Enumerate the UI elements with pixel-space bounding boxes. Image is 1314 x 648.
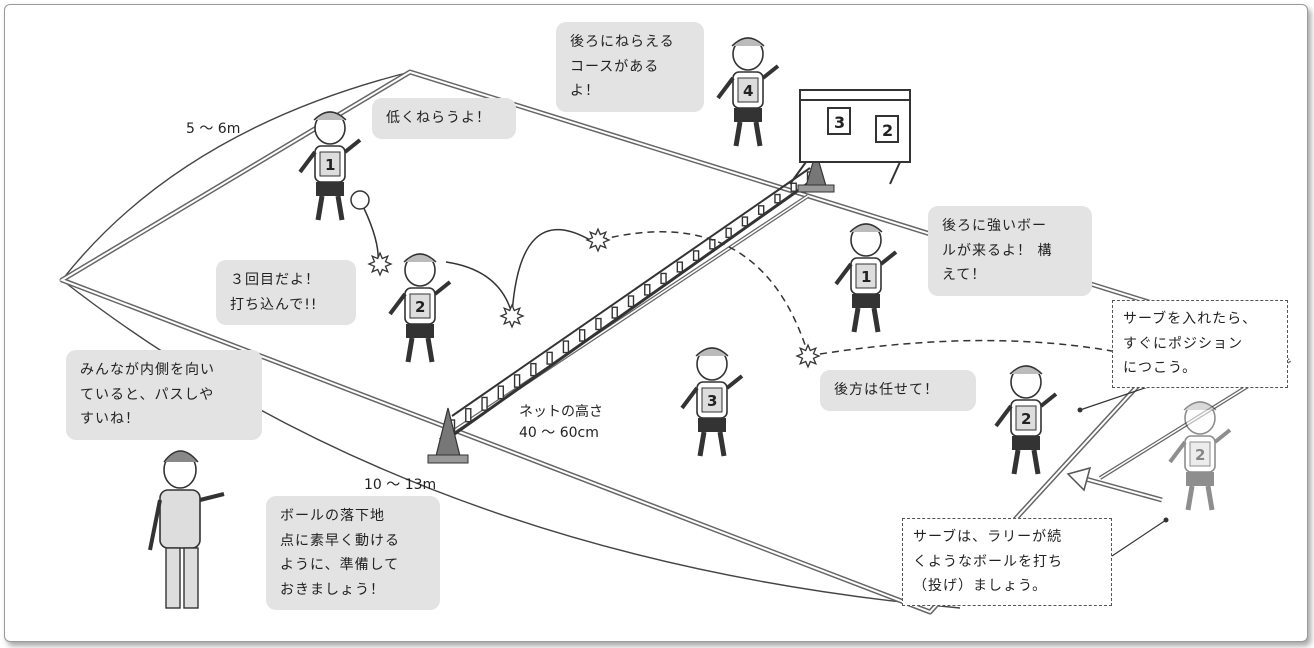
- net-flag: [692, 250, 700, 262]
- trajectory-3: [511, 228, 591, 315]
- player: 3: [680, 347, 744, 457]
- bubble-ready: ボールの落下地 点に素早く動ける ように、準備して おきましょう！: [266, 496, 440, 610]
- net-height-label: ネットの高さ 40 ～ 60cm: [519, 404, 603, 441]
- player: 2: [1168, 401, 1232, 511]
- player-number: 1: [861, 268, 871, 286]
- note-pointer-2: [1111, 519, 1167, 557]
- bubble-third-hit: ３回目だよ！ 打ち込んで!!: [216, 260, 356, 325]
- net-flag: [513, 374, 521, 388]
- player: 1: [834, 223, 898, 333]
- bubble-strong-ball: 後ろに強いボー ルが来るよ！ 構 えて！: [928, 206, 1092, 296]
- net-flag: [741, 216, 749, 227]
- bubble-inward: みんなが内側を向い ていると、パスしや すいね！: [66, 350, 262, 440]
- net-flag: [530, 362, 537, 377]
- net-flags: [448, 171, 814, 434]
- player-number: 4: [743, 82, 753, 100]
- net: [445, 167, 811, 442]
- trajectory-5: [819, 339, 1197, 373]
- score-board: [789, 89, 911, 185]
- net-flag: [644, 284, 651, 296]
- net-flag: [562, 340, 570, 354]
- net-flag: [790, 182, 797, 192]
- net-flag: [465, 408, 472, 423]
- trajectory-4: [599, 231, 809, 355]
- player-number: 1: [325, 156, 335, 174]
- player-number: 3: [707, 392, 717, 410]
- player: 1: [298, 111, 362, 221]
- trajectory-2: [445, 261, 513, 315]
- net-flag: [709, 238, 716, 250]
- note-serve-rally: サーブは、ラリーが続 くようなボールを打ち （投げ）ましょう。: [902, 518, 1112, 606]
- net-flag: [611, 306, 618, 319]
- length-label: 10 ～ 13m: [364, 477, 437, 493]
- teacher: [148, 450, 225, 609]
- cone-front: [427, 407, 469, 464]
- impact-star: [499, 303, 525, 329]
- net-flag: [627, 295, 635, 308]
- net-flag: [757, 205, 765, 215]
- impact-star: [795, 343, 821, 369]
- bubble-leave-back: 後方は任せて！: [820, 370, 976, 411]
- net-flag: [578, 329, 586, 342]
- player: 2: [994, 365, 1058, 475]
- net-flag: [660, 272, 667, 285]
- net-flag: [481, 396, 488, 411]
- width-dimension-arc: [61, 71, 411, 281]
- player-number: 2: [1195, 446, 1205, 464]
- move-arrow: [1066, 466, 1163, 503]
- impact-star: [585, 227, 611, 253]
- net-flag: [774, 193, 781, 204]
- bubble-low-aim: 低くねらうよ！: [372, 98, 516, 139]
- bubble-aim-back: 後ろにねらえる コースがある よ！: [556, 22, 704, 112]
- width-label: 5 ～ 6m: [186, 121, 241, 137]
- player: 4: [716, 37, 780, 147]
- impact-star: [367, 251, 393, 277]
- net-flag: [676, 261, 684, 273]
- net-flag: [725, 227, 732, 239]
- player: 2: [388, 253, 452, 363]
- net-flag: [546, 351, 553, 365]
- net-flag: [595, 317, 602, 331]
- player-number: 2: [415, 298, 425, 316]
- score-right: 2: [882, 121, 893, 140]
- ball: [350, 190, 370, 210]
- note-after-serve: サーブを入れたら、 すぐにポジション につこう。: [1112, 300, 1288, 388]
- player-number: 2: [1021, 410, 1031, 428]
- cone-back: [797, 149, 835, 193]
- net-flag: [497, 385, 505, 400]
- score-left: 3: [834, 113, 845, 132]
